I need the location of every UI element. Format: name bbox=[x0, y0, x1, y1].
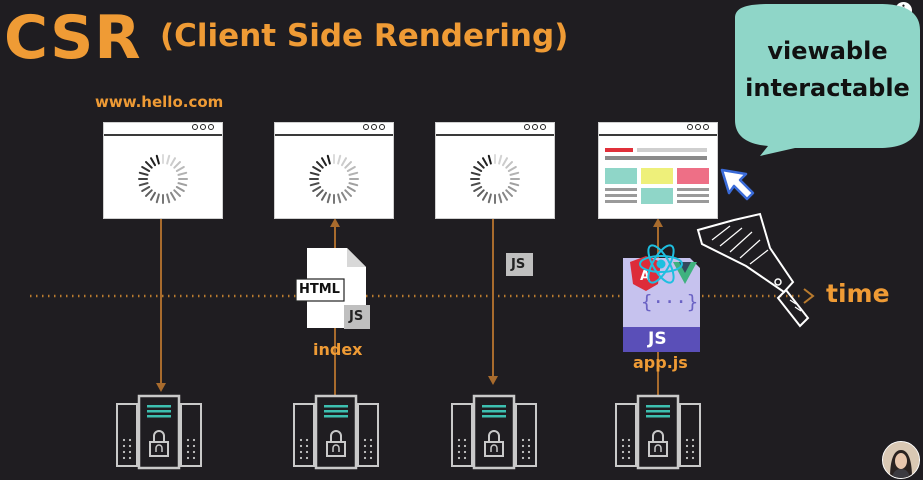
spinner-icon bbox=[470, 154, 520, 204]
js-badge-index: JS bbox=[349, 309, 364, 324]
title-sub: (Client Side Rendering) bbox=[160, 18, 569, 54]
server-icon bbox=[293, 394, 379, 470]
browser-window-3 bbox=[435, 122, 555, 219]
bubble-line-interactable: interactable bbox=[745, 74, 910, 102]
svg-text:{···}: {···} bbox=[641, 291, 698, 313]
server-icon bbox=[615, 394, 701, 470]
presenter-avatar bbox=[882, 441, 920, 479]
js-badge-chip: JS bbox=[511, 257, 526, 272]
app-js-label: app.js bbox=[633, 353, 688, 372]
server-icon bbox=[451, 394, 537, 470]
lock-icon bbox=[648, 430, 668, 457]
svg-text:A: A bbox=[640, 269, 650, 284]
response-arrowhead-4 bbox=[653, 218, 663, 227]
server-icon bbox=[116, 394, 202, 470]
spinner-icon bbox=[309, 154, 359, 204]
lock-icon bbox=[484, 430, 504, 457]
browser-window-rendered bbox=[598, 122, 718, 219]
spinner-icon bbox=[138, 154, 188, 204]
timeline-arrowhead bbox=[803, 288, 815, 304]
request-arrowhead-3 bbox=[488, 376, 498, 385]
bubble-line-viewable: viewable bbox=[767, 37, 888, 65]
lock-icon bbox=[149, 430, 169, 457]
bubble-text: viewable interactable bbox=[735, 33, 920, 107]
index-label: index bbox=[313, 340, 363, 359]
title-main: CSR bbox=[4, 3, 142, 73]
url-label: www.hello.com bbox=[95, 93, 224, 111]
response-arrowhead-2 bbox=[330, 218, 340, 227]
rendered-page-mockup bbox=[605, 148, 709, 204]
browser-window-2 bbox=[274, 122, 394, 219]
person-icon bbox=[883, 442, 919, 478]
browser-window-1 bbox=[103, 122, 223, 219]
js-badge-app: JS bbox=[648, 329, 667, 349]
lock-icon bbox=[326, 430, 346, 457]
time-label: time bbox=[826, 279, 890, 308]
html-badge: HTML bbox=[299, 282, 340, 297]
react-icon bbox=[639, 244, 683, 284]
request-arrowhead-1 bbox=[156, 383, 166, 392]
